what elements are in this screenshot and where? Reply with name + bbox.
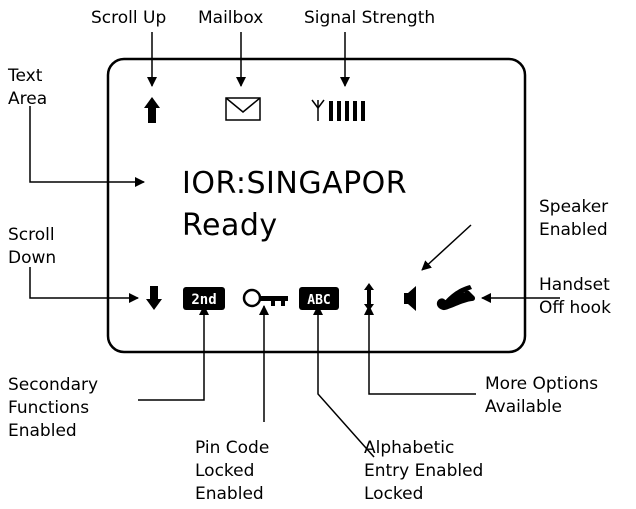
speaker-pointer <box>421 224 472 271</box>
display-line-1: IOR:SINGAPOR <box>182 166 408 201</box>
secondary-functions-icon: 2nd <box>183 287 225 310</box>
label-scroll-up: Scroll Up <box>91 8 167 28</box>
label-secondary-3: Enabled <box>8 421 77 441</box>
label-speaker-2: Enabled <box>539 220 608 240</box>
chip-abc-text: ABC <box>307 293 330 308</box>
display-frame <box>106 57 527 354</box>
display-line-2: Ready <box>182 208 278 243</box>
chip-2nd-text: 2nd <box>191 292 216 308</box>
label-signal-strength: Signal Strength <box>304 8 436 28</box>
handset-icon <box>436 285 476 311</box>
secondary-pointer <box>138 305 209 401</box>
label-handset-1: Handset <box>539 275 610 295</box>
more-options-icon <box>364 283 374 311</box>
text-area-pointer <box>29 106 145 187</box>
label-text-area-2: Area <box>8 89 48 109</box>
signal-strength-icon <box>311 99 365 121</box>
alphabetic-pointer <box>313 305 375 458</box>
label-text-area-1: Text <box>8 66 43 86</box>
mailbox-icon <box>225 97 261 121</box>
label-pin-3: Enabled <box>195 484 264 504</box>
key-icon <box>242 288 288 308</box>
label-alpha-2: Entry Enabled <box>364 461 484 481</box>
label-pin-2: Locked <box>195 461 255 481</box>
label-mailbox: Mailbox <box>198 8 264 28</box>
label-speaker-1: Speaker <box>539 197 609 217</box>
scroll-down-pointer <box>29 267 139 303</box>
label-more-2: Available <box>485 397 562 417</box>
label-more-1: More Options <box>485 374 599 394</box>
label-secondary-1: Secondary <box>8 375 99 395</box>
more-options-pointer <box>364 305 476 395</box>
label-alpha-3: Locked <box>364 484 424 504</box>
label-scroll-down-1: Scroll <box>8 225 55 245</box>
label-handset-2: Off hook <box>539 298 611 318</box>
speaker-icon <box>404 286 416 311</box>
label-pin-1: Pin Code <box>195 438 270 458</box>
label-scroll-down-2: Down <box>8 248 57 268</box>
label-secondary-2: Functions <box>8 398 90 418</box>
scroll-down-icon <box>146 286 162 310</box>
alphabetic-entry-icon: ABC <box>299 287 339 310</box>
label-alpha-1: Alphabetic <box>364 438 455 458</box>
scroll-up-icon <box>144 97 160 123</box>
